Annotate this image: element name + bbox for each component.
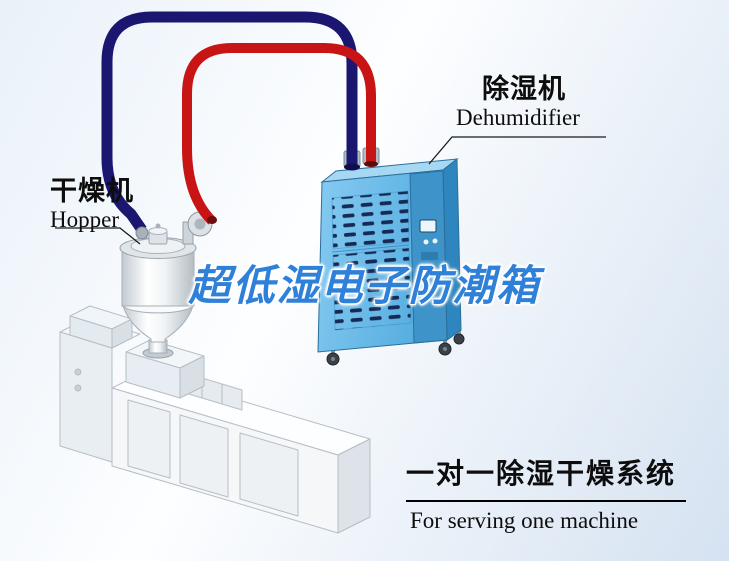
control-display (419, 219, 437, 233)
machine-door-panel (179, 414, 229, 498)
loader-blower-hub (194, 218, 206, 230)
dehumidifier-unit (317, 147, 465, 366)
machine-right-face (337, 438, 371, 534)
hopper-tower-front (125, 351, 181, 399)
control-button (423, 239, 429, 245)
caption-en: For serving one machine (410, 508, 639, 533)
hopper-cap-knob (155, 223, 161, 229)
leader-line-hopper (55, 227, 141, 245)
dehumidifier-label-en: Dehumidifier (456, 105, 580, 131)
pipe-elbow-fitting (135, 226, 149, 240)
vent-grid-upper (331, 190, 410, 250)
hopper-label: 干燥机 Hopper (50, 176, 134, 233)
extruder-machine (59, 305, 371, 534)
pipe-red-end (207, 216, 217, 224)
pipe-red-port (364, 161, 378, 167)
caption-block: 一对一除湿干燥系统 For serving one machine (406, 452, 687, 534)
leader-lines (55, 136, 606, 245)
control-keypad (421, 252, 438, 260)
hopper-unit (119, 211, 213, 359)
machine-door-panel (127, 399, 171, 479)
machine-door-panel (239, 432, 299, 517)
hopper-label-en: Hopper (50, 207, 119, 233)
control-button (432, 238, 438, 244)
bolt-detail (74, 368, 82, 376)
caption-cn: 一对一除湿干燥系统 (406, 452, 687, 502)
pipes (101, 11, 378, 240)
door-seam (331, 244, 410, 253)
bolt-detail (74, 384, 82, 392)
pipe-red (182, 43, 376, 225)
vent-grid-lower (332, 247, 412, 331)
watermark-text: 超低湿电子防潮箱 (188, 261, 541, 310)
hopper-label-cn: 干燥机 (50, 176, 134, 207)
pipe-navy (101, 11, 358, 234)
dehumidifier-label-cn: 除湿机 (482, 74, 566, 105)
gearbox-front (59, 331, 113, 463)
motor-cap-front (69, 315, 113, 349)
pipe-navy-port (344, 163, 360, 171)
dehumidifier-label: 除湿机 Dehumidifier (456, 74, 580, 131)
leader-line-dehumidifier (428, 136, 606, 165)
hopper-cap-top (148, 227, 168, 235)
